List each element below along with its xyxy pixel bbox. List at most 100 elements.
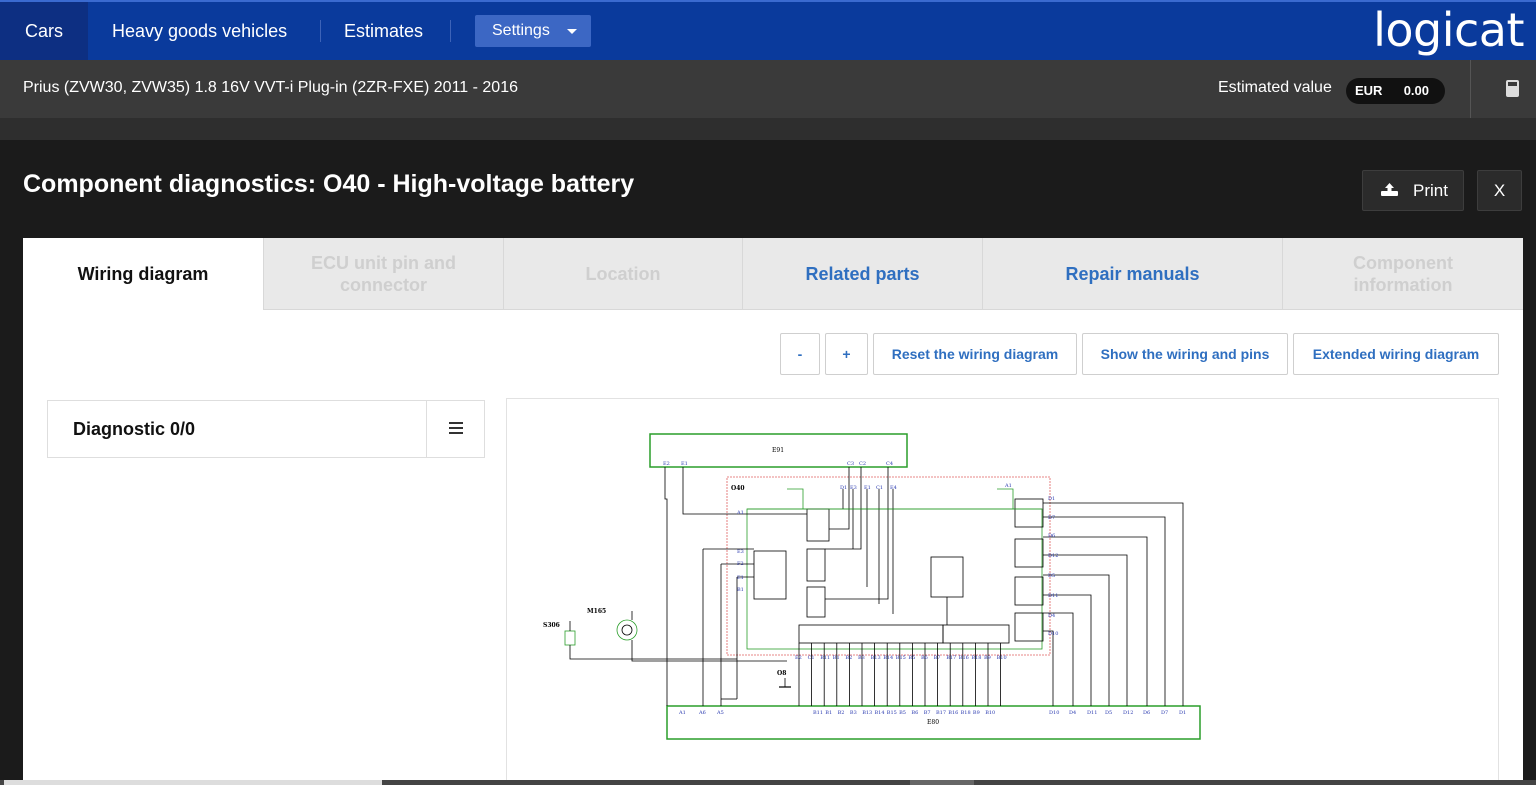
tab-ecu-unit-pin[interactable]: ECU unit pin and connector: [263, 238, 503, 310]
zoom-in-button[interactable]: +: [825, 333, 868, 375]
pin-label-e80: D7: [1161, 710, 1168, 716]
print-button[interactable]: Print: [1362, 170, 1464, 211]
wiring-diagram[interactable]: E91 O40 E80 S306 M165 O8: [507, 399, 1498, 785]
component-o40-inner: [746, 508, 1043, 650]
nav-estimates[interactable]: Estimates: [344, 21, 424, 41]
pin-label-o40-bottom: B15: [896, 655, 906, 661]
pin-label-e91: E1: [681, 461, 688, 467]
pin-label-o40-bottom: B18: [971, 655, 981, 661]
pin-label-o40-right: D5: [1048, 573, 1055, 579]
label-e80: E80: [927, 719, 939, 726]
pin-label-o40-bottom: B17: [946, 655, 956, 661]
pin-label-e80: B2: [838, 710, 845, 716]
temp-sensor-3: [1014, 576, 1044, 606]
pin-label-e80: B15: [887, 710, 897, 716]
pin-label-e91: E2: [663, 461, 670, 467]
nav-heavy-goods-vehicles[interactable]: Heavy goods vehicles: [112, 21, 288, 41]
pin-label-o40-top: E3: [850, 485, 857, 491]
pin-label-o40-left: F2: [737, 561, 744, 567]
pin-label-e80: D5: [1105, 710, 1112, 716]
pin-label-e80: D12: [1123, 710, 1133, 716]
pin-label-o40-right: D1: [1048, 496, 1055, 502]
settings-dropdown[interactable]: Settings: [475, 15, 591, 47]
pin-label-e80: B3: [850, 710, 857, 716]
pin-label-o40-right: D10: [1048, 631, 1058, 637]
label-o8: O8: [777, 670, 786, 677]
reset-wiring-button[interactable]: Reset the wiring diagram: [873, 333, 1077, 375]
pin-label-e80: B10: [985, 710, 995, 716]
connector-e91[interactable]: [649, 433, 908, 468]
pin-label-o40-right: D7: [1048, 515, 1055, 521]
cell-monitor-1: [798, 624, 944, 644]
pin-label-e80: A1: [678, 710, 686, 716]
green-wires: [747, 488, 1042, 510]
estimated-value-badge: EUR 0.00: [1346, 78, 1445, 104]
pin-label-o40-bottom: B9: [984, 655, 991, 661]
pin-label-o40-bottom: B14: [883, 655, 893, 661]
diagnostics-panel: Wiring diagram ECU unit pin and connecto…: [23, 238, 1523, 785]
tab-related-parts[interactable]: Related parts: [742, 238, 982, 310]
extended-wiring-button[interactable]: Extended wiring diagram: [1293, 333, 1499, 375]
relay-3: [806, 586, 826, 618]
pin-label-e80: B14: [875, 710, 885, 716]
temp-sensor-1: [1014, 498, 1044, 528]
pin-label-e80: D11: [1087, 710, 1097, 716]
pin-label-e91: C4: [886, 461, 893, 467]
pin-label-o40-bottom: B2: [845, 655, 852, 661]
connector-e80[interactable]: [666, 705, 1201, 740]
close-button[interactable]: X: [1477, 170, 1522, 211]
pin-label-o40-top: E1: [864, 485, 871, 491]
label-o40: O40: [731, 485, 745, 492]
tab-repair-manuals[interactable]: Repair manuals: [982, 238, 1282, 310]
pin-label-o40-right: D4: [1048, 613, 1055, 619]
label-s306: S306: [543, 622, 560, 629]
print-icon: [1381, 183, 1398, 196]
pin-label-e80: B1: [825, 710, 832, 716]
pin-label-o40-right: D11: [1048, 593, 1058, 599]
settings-label: Settings: [492, 22, 550, 39]
vehicle-title: Prius (ZVW30, ZVW35) 1.8 16V VVT-i Plug-…: [23, 79, 518, 96]
pin-label-e80: B5: [899, 710, 906, 716]
pin-label-o40-bottom: B10: [997, 655, 1007, 661]
cell-monitor-2: [942, 624, 1010, 644]
switch-s306[interactable]: [564, 630, 576, 646]
horizontal-scrollbar[interactable]: [0, 780, 1536, 785]
pin-label-e80: B17: [936, 710, 946, 716]
pin-label-e80: D4: [1069, 710, 1076, 716]
tab-component-information[interactable]: Component information: [1282, 238, 1523, 310]
calculator-icon[interactable]: [1506, 80, 1519, 97]
pin-label-e80: B7: [924, 710, 931, 716]
pin-label-o40-left: E1: [737, 575, 744, 581]
show-wiring-pins-button[interactable]: Show the wiring and pins: [1082, 333, 1288, 375]
hamburger-menu-icon[interactable]: [449, 422, 463, 434]
divider: [426, 401, 427, 457]
label-e91: E91: [772, 447, 784, 454]
relay-2: [806, 548, 826, 582]
scrollbar-thumb[interactable]: [4, 780, 382, 785]
motor-m165[interactable]: [616, 619, 638, 641]
top-navigation: Cars Heavy goods vehicles Estimates Sett…: [0, 0, 1536, 60]
tab-wiring-diagram[interactable]: Wiring diagram: [23, 238, 263, 310]
nav-cars[interactable]: Cars: [0, 2, 88, 60]
zoom-out-button[interactable]: -: [780, 333, 820, 375]
pin-label-o40-top: C1: [876, 485, 883, 491]
pin-label-e80: B18: [961, 710, 971, 716]
wires: [569, 467, 1184, 706]
component-o40-outline[interactable]: [726, 476, 1051, 656]
pin-label-e80: D6: [1143, 710, 1150, 716]
pin-label-e91: C2: [859, 461, 866, 467]
logicat-logo[interactable]: logicat: [1373, 3, 1524, 57]
pin-label-o40-bottom: B11: [820, 655, 830, 661]
nav-separator: [320, 20, 321, 42]
vehicle-bar: Prius (ZVW30, ZVW35) 1.8 16V VVT-i Plug-…: [0, 60, 1536, 118]
scrollbar-thumb-secondary[interactable]: [910, 780, 974, 785]
sensor-block: [753, 550, 787, 600]
currency-label: EUR: [1355, 83, 1383, 98]
diagnostic-header: Diagnostic 0/0: [47, 400, 485, 458]
wiring-diagram-canvas[interactable]: E91 O40 E80 S306 M165 O8: [506, 398, 1499, 785]
divider: [1470, 60, 1471, 118]
pin-label-o40-left: A1: [736, 510, 744, 516]
tab-location[interactable]: Location: [503, 238, 742, 310]
tab-bar: Wiring diagram ECU unit pin and connecto…: [23, 238, 1523, 310]
pin-label-o40-bottom: B7: [934, 655, 941, 661]
